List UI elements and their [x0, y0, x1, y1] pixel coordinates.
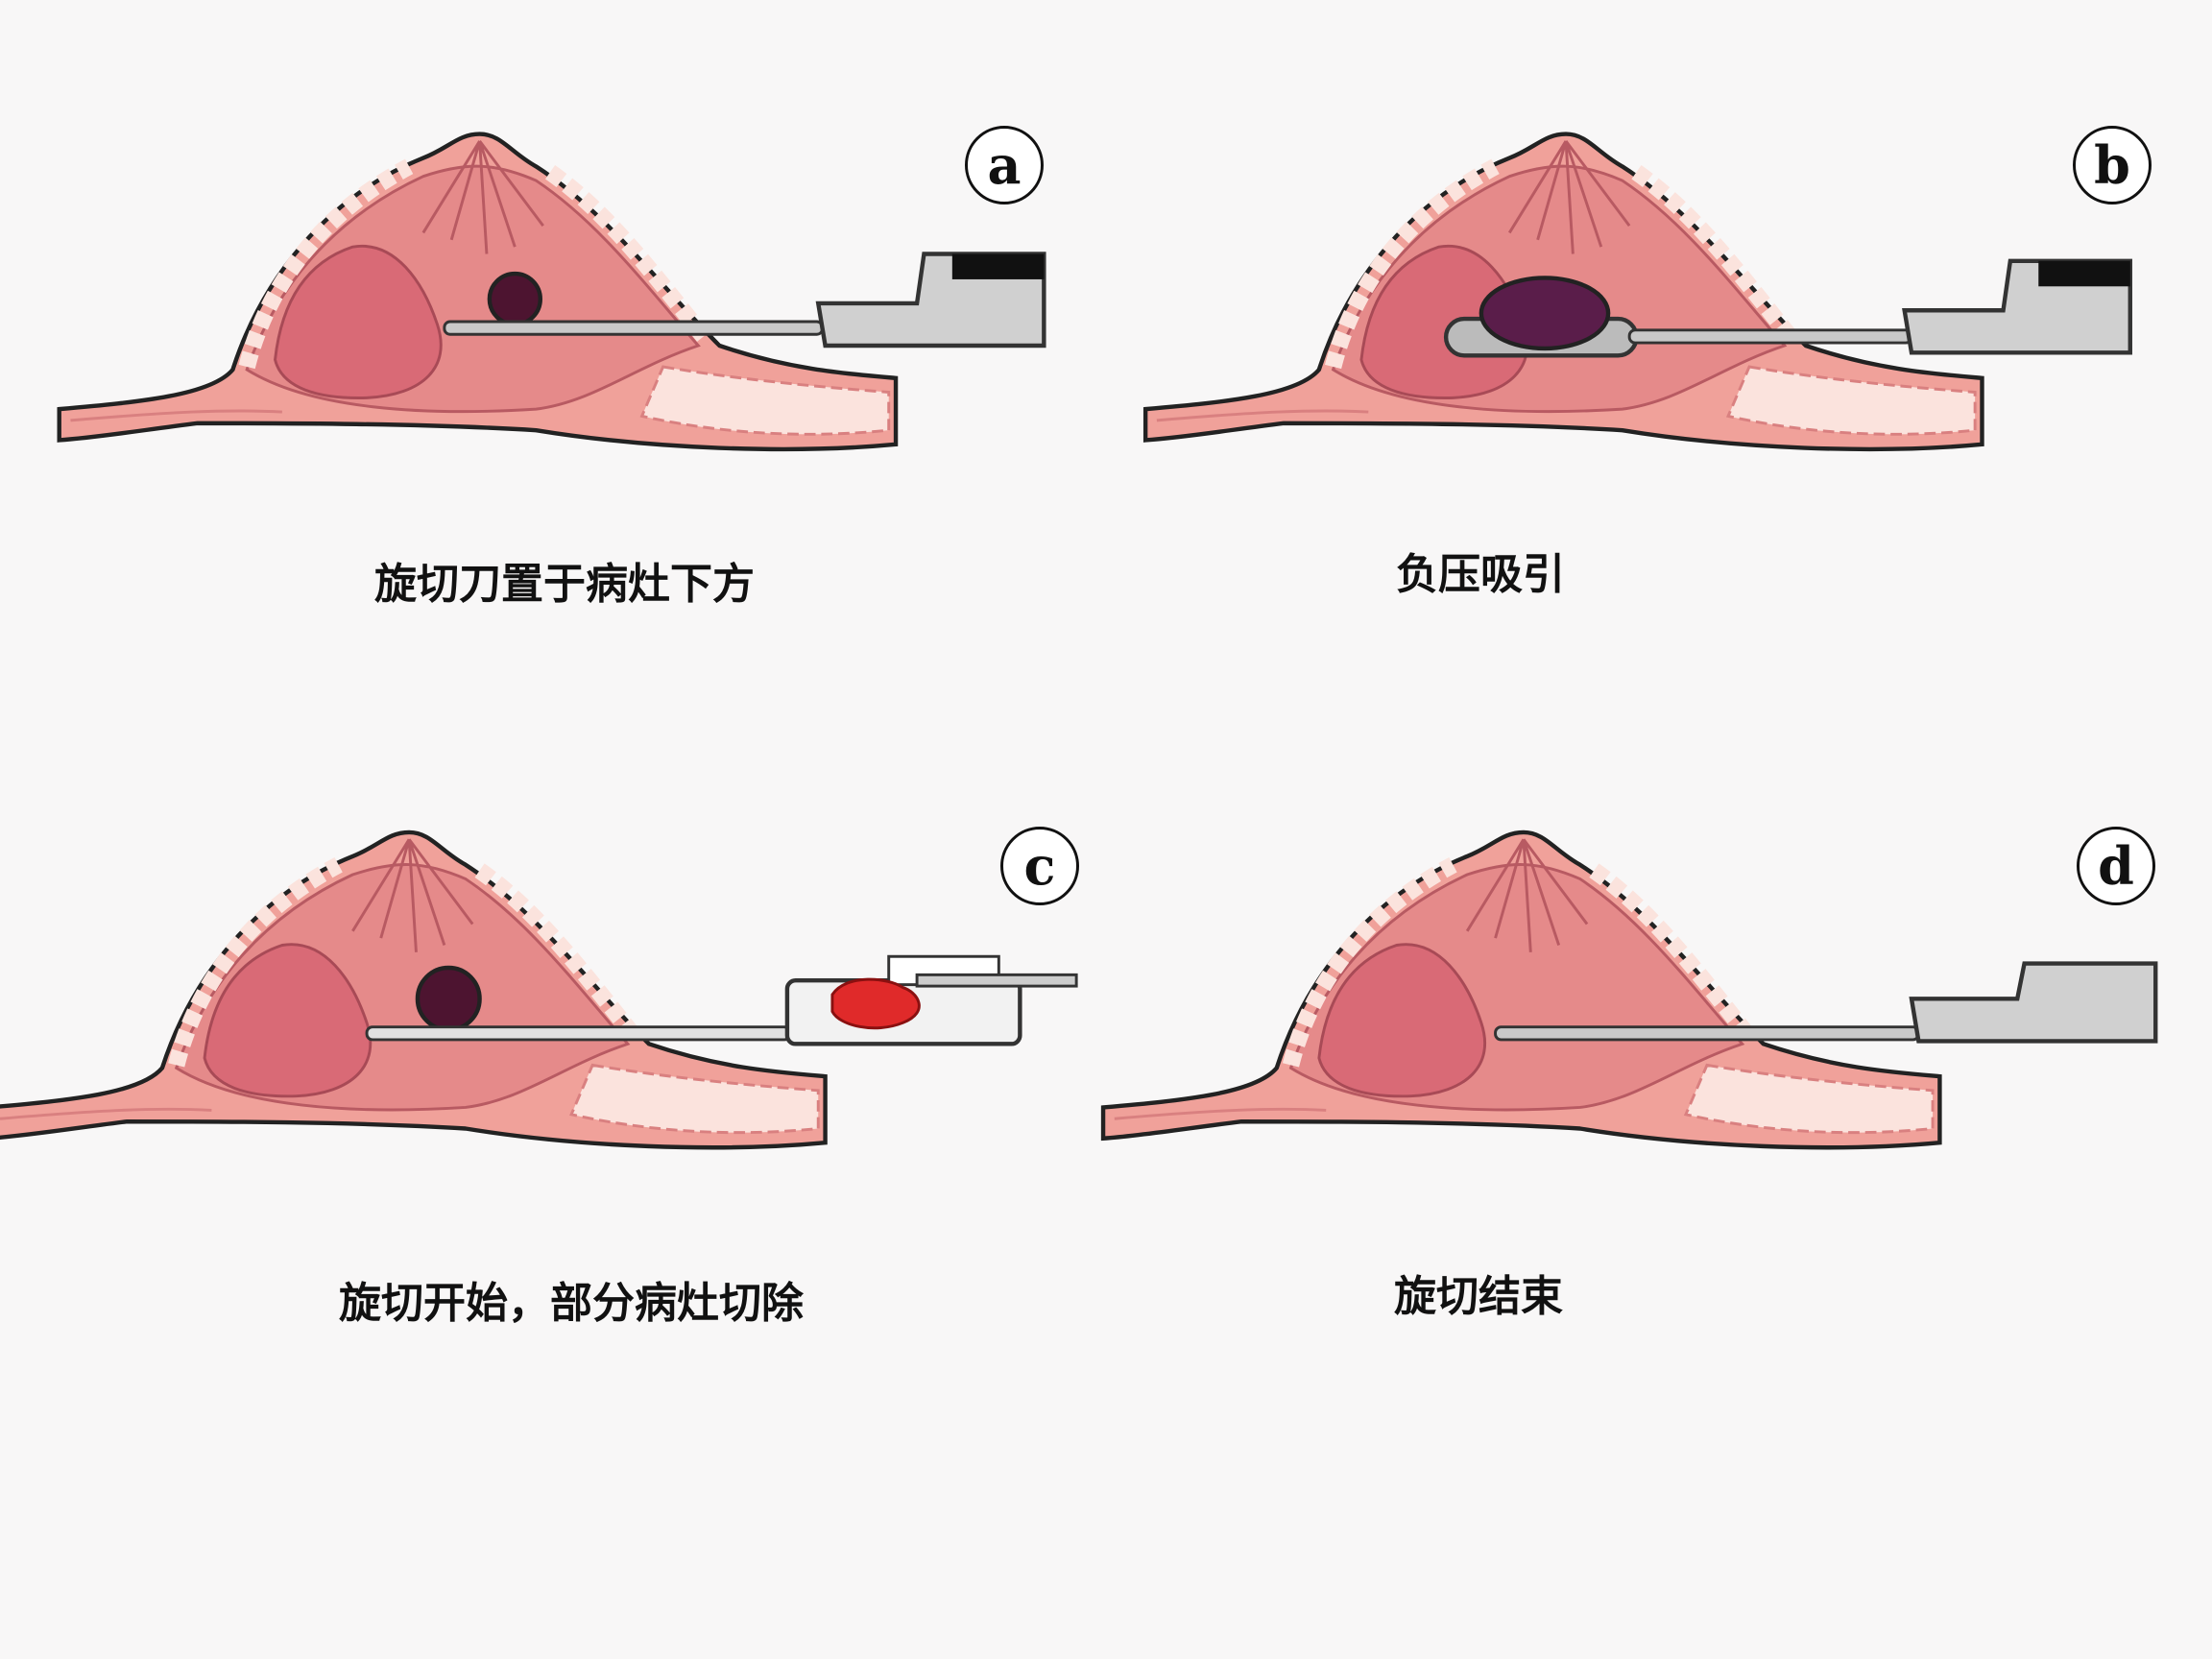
instrument-handle: [1905, 261, 2130, 353]
panel-label-c: c: [1000, 827, 1079, 905]
panel-label-d: d: [2077, 827, 2155, 905]
breast-cross-section: [1103, 832, 1939, 1147]
panel-label-a: a: [965, 126, 1044, 204]
caption-d: 旋切结束: [1394, 1272, 1563, 1321]
instrument-handle: [1909, 961, 2158, 1044]
caption-c: 旋切开始，部分病灶切除: [339, 1279, 804, 1328]
panel-b-illustration: [1145, 134, 2130, 449]
remaining-lesion: [415, 965, 482, 1032]
biopsy-needle: [1627, 328, 1913, 345]
panel-a-illustration: [60, 134, 1045, 449]
breast-cross-section: [60, 134, 896, 449]
biopsy-needle: [443, 320, 825, 336]
biopsy-needle: [1494, 1025, 1920, 1042]
panel-label-b: b: [2073, 126, 2152, 204]
lesion: [487, 271, 542, 327]
caption-b: 负压吸引: [1396, 550, 1565, 599]
instrument-handle: [818, 253, 1044, 346]
panel-c-illustration: [0, 832, 1078, 1147]
biopsy-needle: [365, 1025, 792, 1042]
panel-d-illustration: [1103, 832, 2158, 1147]
suctioned-lesion: [1479, 276, 1611, 351]
caption-a: 旋切刀置于病灶下方: [374, 560, 755, 609]
breast-cross-section: [0, 832, 826, 1147]
excised-tissue: [830, 977, 921, 1030]
